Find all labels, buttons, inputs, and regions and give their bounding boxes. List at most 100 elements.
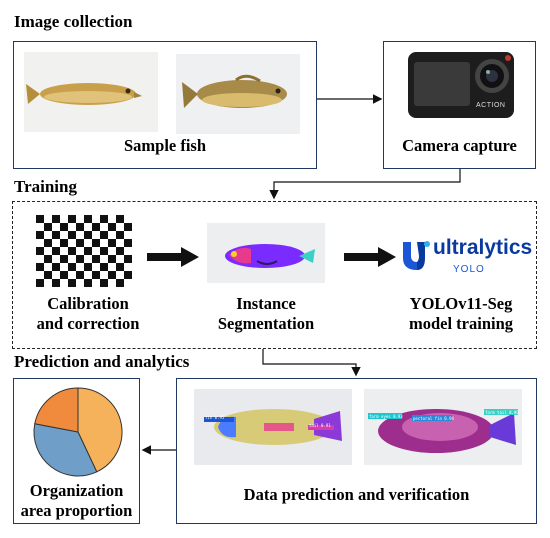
checker-square	[68, 231, 76, 239]
checker-square	[100, 215, 108, 223]
checker-square	[52, 247, 60, 255]
yolo-wordmark: YOLO	[453, 264, 485, 275]
calibration-caption: Calibration and correction	[23, 294, 153, 334]
prediction-image-1: fin 0.95 tail 0.91	[194, 389, 352, 465]
checker-square	[68, 263, 76, 271]
checker-square	[36, 279, 44, 287]
checker-square	[36, 247, 44, 255]
camera-capture-box: ACTION Camera capture	[383, 41, 536, 169]
checker-square	[84, 247, 92, 255]
checker-square	[100, 279, 108, 287]
checker-square	[68, 279, 76, 287]
organization-area-box: Organization area proportion	[13, 378, 140, 524]
checker-square	[116, 263, 124, 271]
checker-square	[108, 239, 116, 247]
sample-fish-caption: Sample fish	[123, 136, 207, 155]
label-tail-img2: farm tail 0.96	[485, 410, 519, 415]
checker-square	[108, 271, 116, 279]
checker-square	[124, 271, 132, 279]
instance-segmentation-caption: Instance Segmentation	[203, 294, 329, 334]
checker-square	[92, 239, 100, 247]
pie-slice-segment-b	[33, 423, 98, 477]
fish-photo-2	[176, 54, 300, 134]
label-fin-img1: fin 0.95	[205, 415, 225, 420]
arrow-camera-to-training	[269, 169, 461, 200]
checker-square	[76, 239, 84, 247]
checker-square	[108, 255, 116, 263]
checker-square	[44, 223, 52, 231]
checker-square	[84, 263, 92, 271]
prediction-image-2: farm eyes 0.93 pectoral fin 0.94 farm ta…	[364, 389, 522, 465]
checker-square	[36, 231, 44, 239]
checker-square	[60, 271, 68, 279]
yolo-caption-line1: YOLOv11-Seg	[409, 294, 513, 313]
arrow-right-icon	[342, 245, 398, 269]
org-caption-line2: area proportion	[20, 501, 133, 520]
checker-square	[52, 263, 60, 271]
checker-square	[100, 247, 108, 255]
arrow-training-to-prediction	[262, 349, 361, 377]
checker-square	[116, 231, 124, 239]
checker-square	[76, 255, 84, 263]
organization-caption: Organization area proportion	[14, 481, 139, 521]
pie-slice-segment-a	[77, 387, 123, 473]
org-caption-line1: Organization	[29, 481, 124, 500]
checkerboard-image	[36, 215, 132, 287]
checker-square	[44, 239, 52, 247]
checker-square	[60, 239, 68, 247]
checker-square	[52, 215, 60, 223]
checker-square	[124, 239, 132, 247]
checker-square	[68, 247, 76, 255]
label-tail-img1: tail 0.91	[309, 423, 331, 428]
checker-square	[68, 215, 76, 223]
checker-square	[84, 231, 92, 239]
checker-square	[92, 271, 100, 279]
checker-square	[36, 263, 44, 271]
arrow-right-icon	[145, 245, 201, 269]
yolo-caption-line2: model training	[408, 314, 514, 333]
instance-caption-line1: Instance	[236, 294, 296, 313]
yolo-training-caption: YOLOv11-Seg model training	[391, 294, 531, 334]
section-title-image-collection: Image collection	[14, 12, 133, 31]
ultralytics-logo: ultralytics YOLO	[397, 234, 532, 278]
checker-square	[100, 263, 108, 271]
checker-square	[44, 271, 52, 279]
checker-square	[124, 223, 132, 231]
sample-fish-box: Sample fish	[13, 41, 317, 169]
checker-square	[52, 279, 60, 287]
checker-square	[44, 255, 52, 263]
checker-square	[76, 271, 84, 279]
checker-square	[92, 223, 100, 231]
fish-photo-1	[24, 52, 158, 132]
checker-square	[100, 231, 108, 239]
camera-capture-caption: Camera capture	[402, 136, 517, 155]
ultralytics-mark-icon	[403, 241, 430, 270]
checker-square	[36, 215, 44, 223]
training-box: Calibration and correction Instance Segm…	[12, 201, 537, 349]
checker-square	[92, 255, 100, 263]
checker-square	[124, 255, 132, 263]
segmentation-image	[207, 223, 325, 283]
checker-square	[76, 223, 84, 231]
label-eye-img2: farm eyes 0.93	[369, 414, 403, 419]
checker-square	[84, 215, 92, 223]
pie-slice-segment-c	[34, 387, 79, 433]
camera-brand-logo: ACTION	[476, 102, 506, 109]
calibration-caption-line1: Calibration	[47, 294, 129, 313]
checker-square	[116, 279, 124, 287]
pie-chart	[31, 385, 125, 479]
checker-square	[116, 215, 124, 223]
calibration-caption-line2: and correction	[36, 314, 140, 333]
checker-square	[60, 255, 68, 263]
camera-icon: ACTION	[406, 48, 516, 122]
checker-square	[60, 223, 68, 231]
label-pectoral-img2: pectoral fin 0.94	[413, 416, 454, 421]
section-title-prediction: Prediction and analytics	[14, 352, 190, 371]
ultralytics-wordmark: ultralytics	[433, 236, 533, 259]
data-prediction-caption: Data prediction and verification	[243, 485, 470, 504]
instance-caption-line2: Segmentation	[217, 314, 315, 333]
checker-square	[116, 247, 124, 255]
section-title-training: Training	[14, 177, 77, 196]
data-prediction-box: fin 0.95 tail 0.91 farm eyes 0.93 pector…	[176, 378, 537, 524]
